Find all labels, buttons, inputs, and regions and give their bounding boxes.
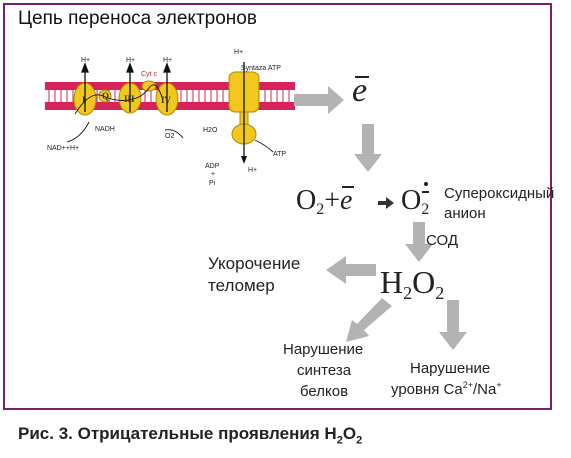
- o2-label: O2: [165, 133, 174, 140]
- arrow-h2o2-to-protein: [346, 298, 392, 342]
- atp-synthase-shape: [228, 62, 260, 164]
- protein-label-line3: белков: [300, 383, 349, 400]
- telomere-label-line1: Укорочение: [208, 254, 301, 273]
- complex-iv-label: IV: [161, 95, 172, 105]
- ubiquinone-shape: [98, 89, 112, 103]
- complex-i-label: I: [82, 95, 86, 105]
- telomere-label-line2: теломер: [208, 276, 275, 295]
- electron-transport-chain-illustration: H+ H+ H+ H+ H+ I Q III IV Cyt c Syntaza …: [45, 49, 295, 187]
- arrow-h2o2-to-ions: [439, 300, 467, 350]
- protein-label-line2: синтеза: [297, 362, 352, 379]
- arrow-h2o2-to-telomere: [326, 256, 376, 284]
- plus-label: +: [211, 171, 215, 178]
- h-plus-label-iv: H+: [163, 57, 172, 64]
- h-plus-label-iii: H+: [126, 57, 135, 64]
- h-plus-label-synthase-top: H+: [234, 49, 243, 56]
- atp-label: ATP: [273, 151, 286, 158]
- figure-title: Цепь переноса электронов: [18, 8, 257, 29]
- complex-iii-label: III: [124, 94, 135, 104]
- arrow-electron-to-reaction: [354, 124, 382, 172]
- arrow-superoxide-to-h2o2: [405, 222, 433, 262]
- adp-label: ADP: [205, 163, 220, 170]
- figure-caption: Рис. 3. Отрицательные проявления H2O2: [18, 424, 363, 447]
- superoxide-reaction: O2+e: [296, 185, 355, 218]
- h-plus-label-synthase-bottom: H+: [248, 167, 257, 174]
- pi-label: Pi: [209, 180, 216, 187]
- anion-label: анион: [444, 205, 486, 222]
- complex-q-label: Q: [102, 91, 109, 101]
- figure-frame: [3, 3, 552, 410]
- arrow-black-small: [378, 197, 394, 209]
- atp-synthase-label: Syntaza ATP: [241, 65, 281, 72]
- ion-label-line1: Нарушение: [410, 360, 491, 377]
- h2o-label: H2O: [203, 127, 218, 134]
- superoxide-label: Супероксидный: [444, 185, 555, 202]
- electron-symbol: e: [352, 72, 369, 109]
- arrow-membrane-to-electron: [294, 86, 344, 114]
- ion-label-line2: уровня Ca2+/Na+: [391, 380, 502, 398]
- protein-label-line1: Нарушение: [283, 341, 364, 358]
- h2o2-formula: H2O2: [380, 264, 445, 303]
- sod-label: СОД: [426, 232, 458, 249]
- nadh-label: NADH: [95, 126, 115, 133]
- cyt-c-label: Cyt c: [141, 71, 157, 78]
- nad-label: NAD++H+: [47, 145, 79, 152]
- h-plus-label-i: H+: [81, 57, 90, 64]
